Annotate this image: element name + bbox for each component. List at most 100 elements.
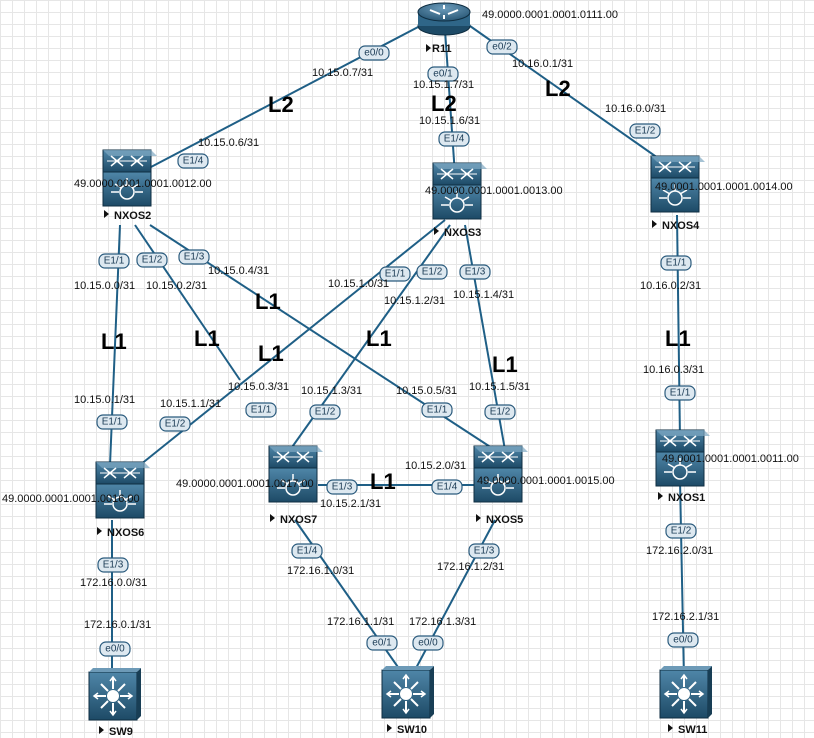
iface-sw9-e0-0[interactable]: e0/0 [105,644,125,655]
iface-nxos5-e1-3[interactable]: E1/3 [474,546,495,557]
iface-nxos2-e1-3[interactable]: E1/3 [184,252,205,263]
iface-nxos7-e1-2[interactable]: E1/2 [315,407,336,418]
iface-nxos7-e1-3[interactable]: E1/3 [332,482,353,493]
level-label-l1: L1 [194,326,220,351]
level-label-l1: L1 [258,341,284,366]
ip-label: 10.15.2.1/31 [320,498,381,510]
interface-badge [438,131,470,147]
interface-badge [326,479,358,495]
ip-label: 10.15.0.7/31 [312,67,373,79]
interface-badge [99,641,131,657]
ip-label: 10.15.1.4/31 [453,289,514,301]
level-label-l1: L1 [366,326,392,351]
interface-badge [468,543,500,559]
ip-label: 10.16.0.3/31 [643,364,704,376]
iface-nxos1-e1-1[interactable]: E1/1 [670,388,691,399]
net-id-nxos4: 49.0001.0001.0001.0014.00 [655,181,793,193]
link-nxos1-sw11 [679,479,685,681]
iface-nxos2-e1-2[interactable]: E1/2 [142,255,163,266]
device-nxos6[interactable]: NXOS6 [95,461,151,539]
iface-nxos7-e1-1[interactable]: E1/1 [251,405,272,416]
layer3-switch-icon [381,665,435,719]
net-id-nxos2: 49.0000.0001.0001.0012.00 [74,178,212,190]
device-sw9[interactable]: SW9 [88,667,142,738]
level-label-l1: L1 [255,289,281,314]
level-label-l1: L1 [665,326,691,351]
ip-label: 10.15.1.6/31 [419,115,480,127]
ip-label: 10.16.0.0/31 [605,103,666,115]
iface-sw10-e0-1[interactable]: e0/1 [372,638,392,649]
device-nxos3[interactable]: NXOS3 [432,162,488,239]
iface-nxos5-e1-1[interactable]: E1/1 [427,405,448,416]
nexus-switch-icon [95,461,151,519]
interface-badge [665,523,697,539]
device-label-nxos7: NXOS7 [280,514,317,526]
interface-badge [159,416,191,432]
iface-sw10-e0-0[interactable]: e0/0 [418,638,438,649]
device-nxos5[interactable]: NXOS5 [473,445,529,526]
iface-r11-e0-0[interactable]: e0/0 [364,48,384,59]
device-nxos7[interactable]: NXOS7 [268,445,324,526]
iface-nxos5-e1-2[interactable]: E1/2 [490,407,511,418]
iface-nxos6-e1-2[interactable]: E1/2 [165,419,186,430]
iface-nxos3-e1-2[interactable]: E1/2 [422,267,443,278]
device-sw10[interactable]: SW10 [381,665,435,736]
net-id-labels: 49.0000.0001.0001.0111.00 49.0000.0001.0… [2,9,799,505]
iface-nxos7-e1-4[interactable]: E1/4 [297,546,318,557]
device-sw11[interactable]: SW11 [659,665,713,736]
level-label-l1: L1 [492,352,518,377]
interface-badge [484,404,516,420]
interface-badge [97,557,129,573]
iface-nxos4-e1-2[interactable]: E1/2 [635,126,656,137]
interface-badge [291,543,323,559]
interface-badges: e0/0 e0/1 e0/2 E1/4 E1/4 E1/2 E1/1 E1/2 … [96,39,699,657]
link-nxos4-nxos1 [676,214,681,441]
device-label-nxos5: NXOS5 [486,514,523,526]
interface-badge [178,249,210,265]
iface-nxos3-e1-4[interactable]: E1/4 [444,134,465,145]
ip-label: 10.15.0.4/31 [208,265,269,277]
interface-badge [366,635,398,651]
nexus-switch-icon [473,445,529,503]
interface-badge [660,255,692,271]
iface-nxos5-e1-4[interactable]: E1/4 [437,482,458,493]
iface-nxos4-e1-1[interactable]: E1/1 [666,258,687,269]
level-labels: L2 L2 L2 L1 L1 L1 L1 L1 L1 L1 L1 [101,76,691,494]
interface-badge [486,39,518,55]
interface-badge [412,635,444,651]
interface-badge [431,479,463,495]
net-id-nxos3: 49.0000.0001.0001.0013.00 [425,185,563,197]
device-label-sw11: SW11 [678,724,707,736]
iface-nxos3-e1-1[interactable]: E1/1 [385,269,406,280]
link-nxos3-nxos6 [139,219,446,466]
iface-r11-e0-2[interactable]: e0/2 [492,42,512,53]
device-nxos2[interactable]: NXOS2 [102,149,158,222]
iface-nxos6-e1-3[interactable]: E1/3 [103,560,124,571]
ip-label: 172.16.2.0/31 [646,545,713,557]
links [109,25,685,681]
interface-badge [416,264,448,280]
ip-label: 10.15.1.2/31 [384,295,445,307]
ip-label: 10.15.0.6/31 [198,137,259,149]
interface-badge [379,266,411,282]
iface-sw11-e0-0[interactable]: e0/0 [673,635,693,646]
nexus-switch-icon [268,445,324,503]
interface-badge [136,252,168,268]
iface-nxos2-e1-4[interactable]: E1/4 [183,156,204,167]
iface-nxos2-e1-1[interactable]: E1/1 [104,256,125,267]
net-id-nxos6: 49.0000.0001.0001.0016.00 [2,493,140,505]
iface-r11-e0-1[interactable]: e0/1 [433,69,453,80]
iface-nxos1-e1-2[interactable]: E1/2 [671,526,692,537]
iface-nxos3-e1-3[interactable]: E1/3 [465,267,486,278]
device-r11[interactable]: R11 [417,2,471,55]
interface-badge [245,402,277,418]
ip-label: 10.15.0.2/31 [146,280,207,292]
device-label-r11: R11 [432,43,452,55]
device-nxos4[interactable]: NXOS4 [650,155,706,232]
iface-nxos6-e1-1[interactable]: E1/1 [102,417,123,428]
router-icon [417,2,471,36]
interface-badge [459,264,491,280]
device-nxos1[interactable]: NXOS1 [655,429,711,504]
interface-badge [629,123,661,139]
